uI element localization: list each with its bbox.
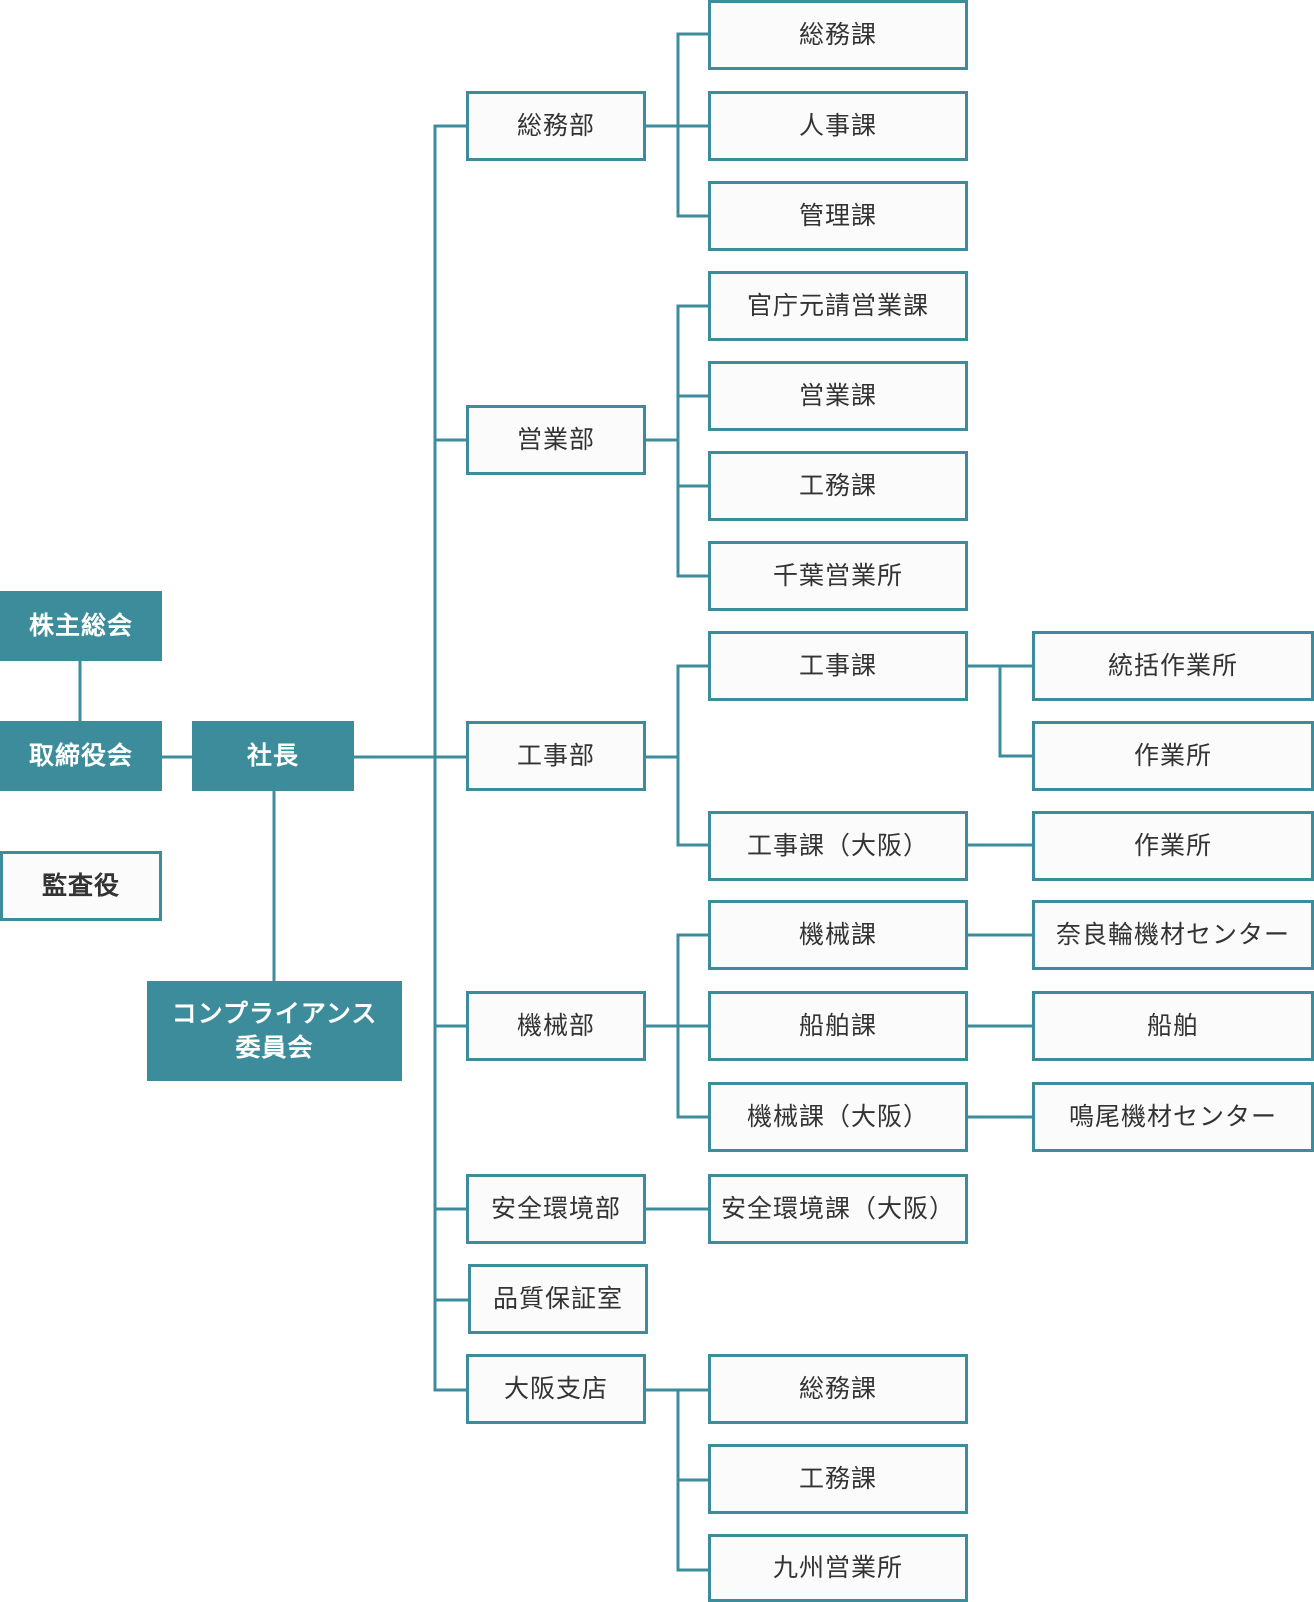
section-machinery-osaka: 機械課（大阪） bbox=[708, 1082, 968, 1152]
section-construction-osaka: 工事課（大阪） bbox=[708, 811, 968, 881]
dept-safety-environment: 安全環境部 bbox=[466, 1174, 646, 1244]
section-general-affairs: 総務課 bbox=[708, 0, 968, 70]
section-government-sales: 官庁元請営業課 bbox=[708, 271, 968, 341]
dept-machinery: 機械部 bbox=[466, 991, 646, 1061]
unit-naruo-equipment-center: 鳴尾機材センター bbox=[1032, 1082, 1314, 1152]
unit-general-worksite: 統括作業所 bbox=[1032, 631, 1314, 701]
auditor-box: 監査役 bbox=[0, 851, 162, 921]
section-osaka-engineering-affairs: 工務課 bbox=[708, 1444, 968, 1514]
section-machinery: 機械課 bbox=[708, 900, 968, 970]
section-safety-environment-osaka: 安全環境課（大阪） bbox=[708, 1174, 968, 1244]
section-human-resources: 人事課 bbox=[708, 91, 968, 161]
dept-sales: 営業部 bbox=[466, 405, 646, 475]
president-box: 社長 bbox=[192, 721, 354, 791]
compliance-committee-label-line1: コンプライアンス bbox=[171, 999, 378, 1028]
board-of-directors-box: 取締役会 bbox=[0, 721, 162, 791]
section-construction: 工事課 bbox=[708, 631, 968, 701]
compliance-committee-box: コンプライアンス 委員会 bbox=[147, 981, 402, 1081]
unit-narawa-equipment-center: 奈良輪機材センター bbox=[1032, 900, 1314, 970]
unit-worksite-osaka: 作業所 bbox=[1032, 811, 1314, 881]
section-ships: 船舶課 bbox=[708, 991, 968, 1061]
section-osaka-general-affairs: 総務課 bbox=[708, 1354, 968, 1424]
dept-quality-assurance: 品質保証室 bbox=[468, 1264, 648, 1334]
section-sales: 営業課 bbox=[708, 361, 968, 431]
dept-osaka-branch: 大阪支店 bbox=[466, 1354, 646, 1424]
unit-worksite: 作業所 bbox=[1032, 721, 1314, 791]
shareholders-meeting-box: 株主総会 bbox=[0, 591, 162, 661]
unit-ships: 船舶 bbox=[1032, 991, 1314, 1061]
section-administration: 管理課 bbox=[708, 181, 968, 251]
dept-construction: 工事部 bbox=[466, 721, 646, 791]
section-kyushu-sales-office: 九州営業所 bbox=[708, 1534, 968, 1602]
section-chiba-sales-office: 千葉営業所 bbox=[708, 541, 968, 611]
section-engineering-affairs: 工務課 bbox=[708, 451, 968, 521]
compliance-committee-label-line2: 委員会 bbox=[235, 1033, 314, 1062]
dept-general-affairs: 総務部 bbox=[466, 91, 646, 161]
